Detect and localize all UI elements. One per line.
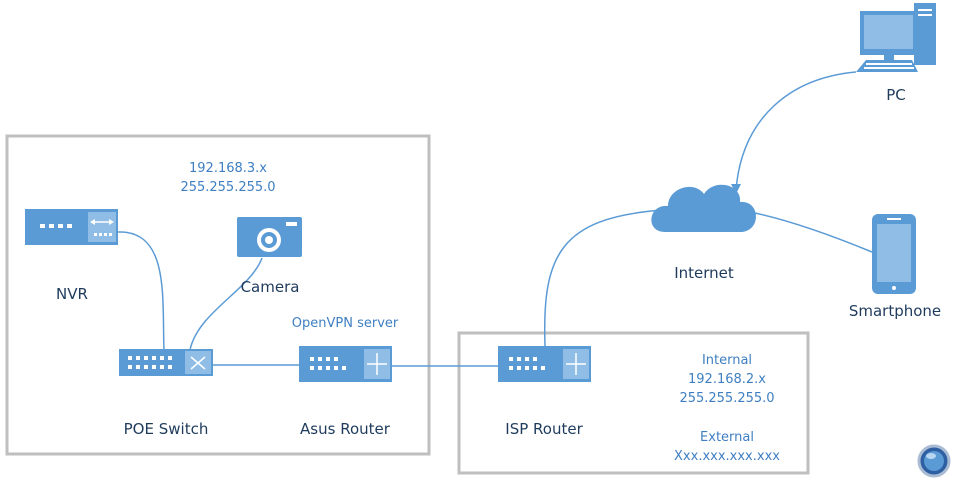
cloud-icon (651, 184, 757, 232)
wire-isp-internet (543, 209, 663, 347)
asus-router-label: Asus Router (300, 420, 391, 438)
isp-internal-subnet: 192.168.2.x (688, 372, 766, 387)
isp-router-icon (498, 346, 591, 382)
pc-label: PC (886, 86, 906, 104)
wire-nvr-switch (117, 231, 165, 351)
smartphone-icon (872, 214, 916, 294)
lan-subnet-label: 192.168.3.x (189, 161, 267, 176)
nvr-label: NVR (56, 285, 88, 303)
camera-label: Camera (241, 278, 300, 296)
camera-icon (237, 217, 302, 257)
isp-internal-label: Internal (702, 353, 752, 368)
internet-label: Internet (674, 264, 734, 282)
wire-internet-smartphone (749, 211, 873, 253)
wire-pc-internet (735, 71, 857, 191)
smartphone-label: Smartphone (849, 302, 941, 320)
orb-icon (917, 444, 951, 478)
poe-switch-icon (119, 349, 213, 376)
lan-box (5, 134, 431, 456)
pc-icon (856, 3, 936, 72)
asus-router-icon (299, 346, 392, 382)
wire-camera-switch (189, 257, 263, 351)
isp-internal-mask: 255.255.255.0 (679, 391, 774, 406)
openvpn-label: OpenVPN server (292, 316, 399, 331)
nvr-icon (25, 209, 118, 245)
arrow-head-icon (731, 184, 741, 194)
isp-external-ip: Xxx.xxx.xxx.xxx (674, 449, 780, 464)
lan-mask-label: 255.255.255.0 (180, 180, 275, 195)
isp-router-label: ISP Router (505, 420, 583, 438)
isp-external-label: External (700, 430, 754, 445)
isp-box (457, 331, 810, 475)
poe-switch-label: POE Switch (124, 420, 209, 438)
